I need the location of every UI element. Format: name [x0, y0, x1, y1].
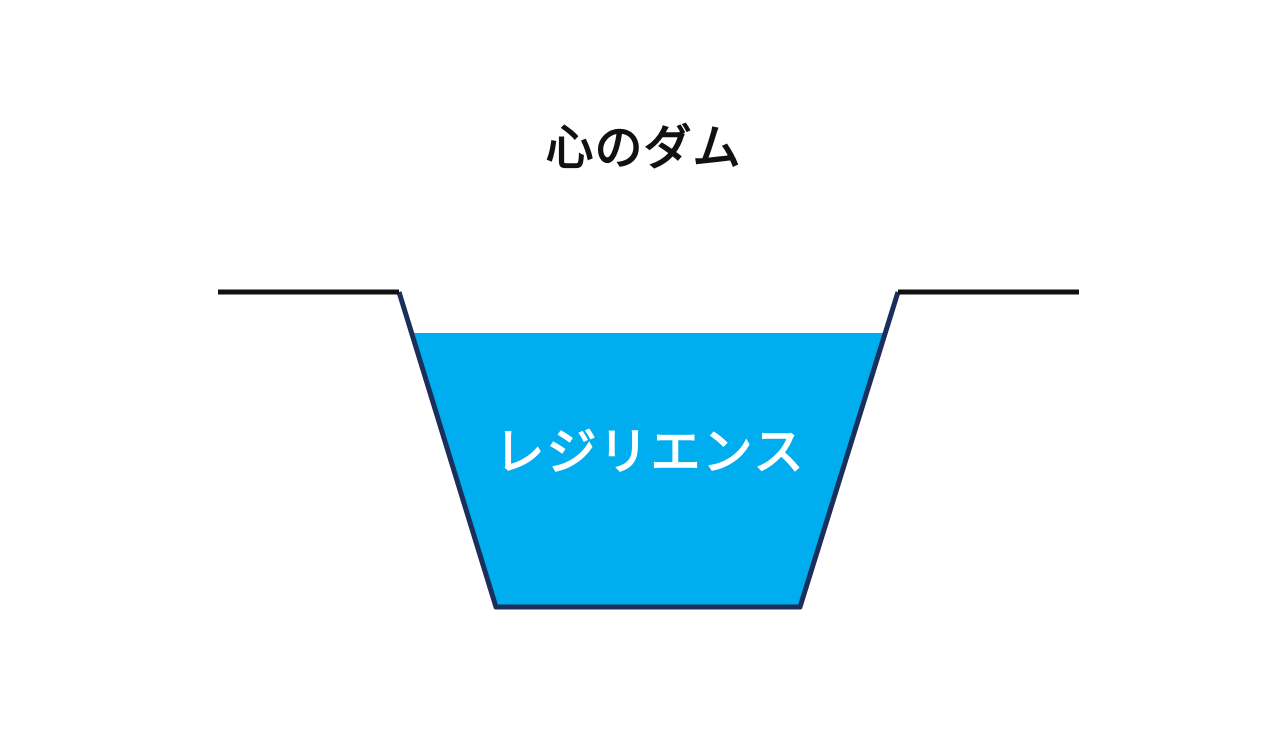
water-fill: [412, 333, 883, 607]
diagram-title: 心のダム: [545, 120, 742, 176]
water-label: レジリエンス: [494, 423, 806, 481]
dam-basin-outline: [396, 291, 901, 610]
